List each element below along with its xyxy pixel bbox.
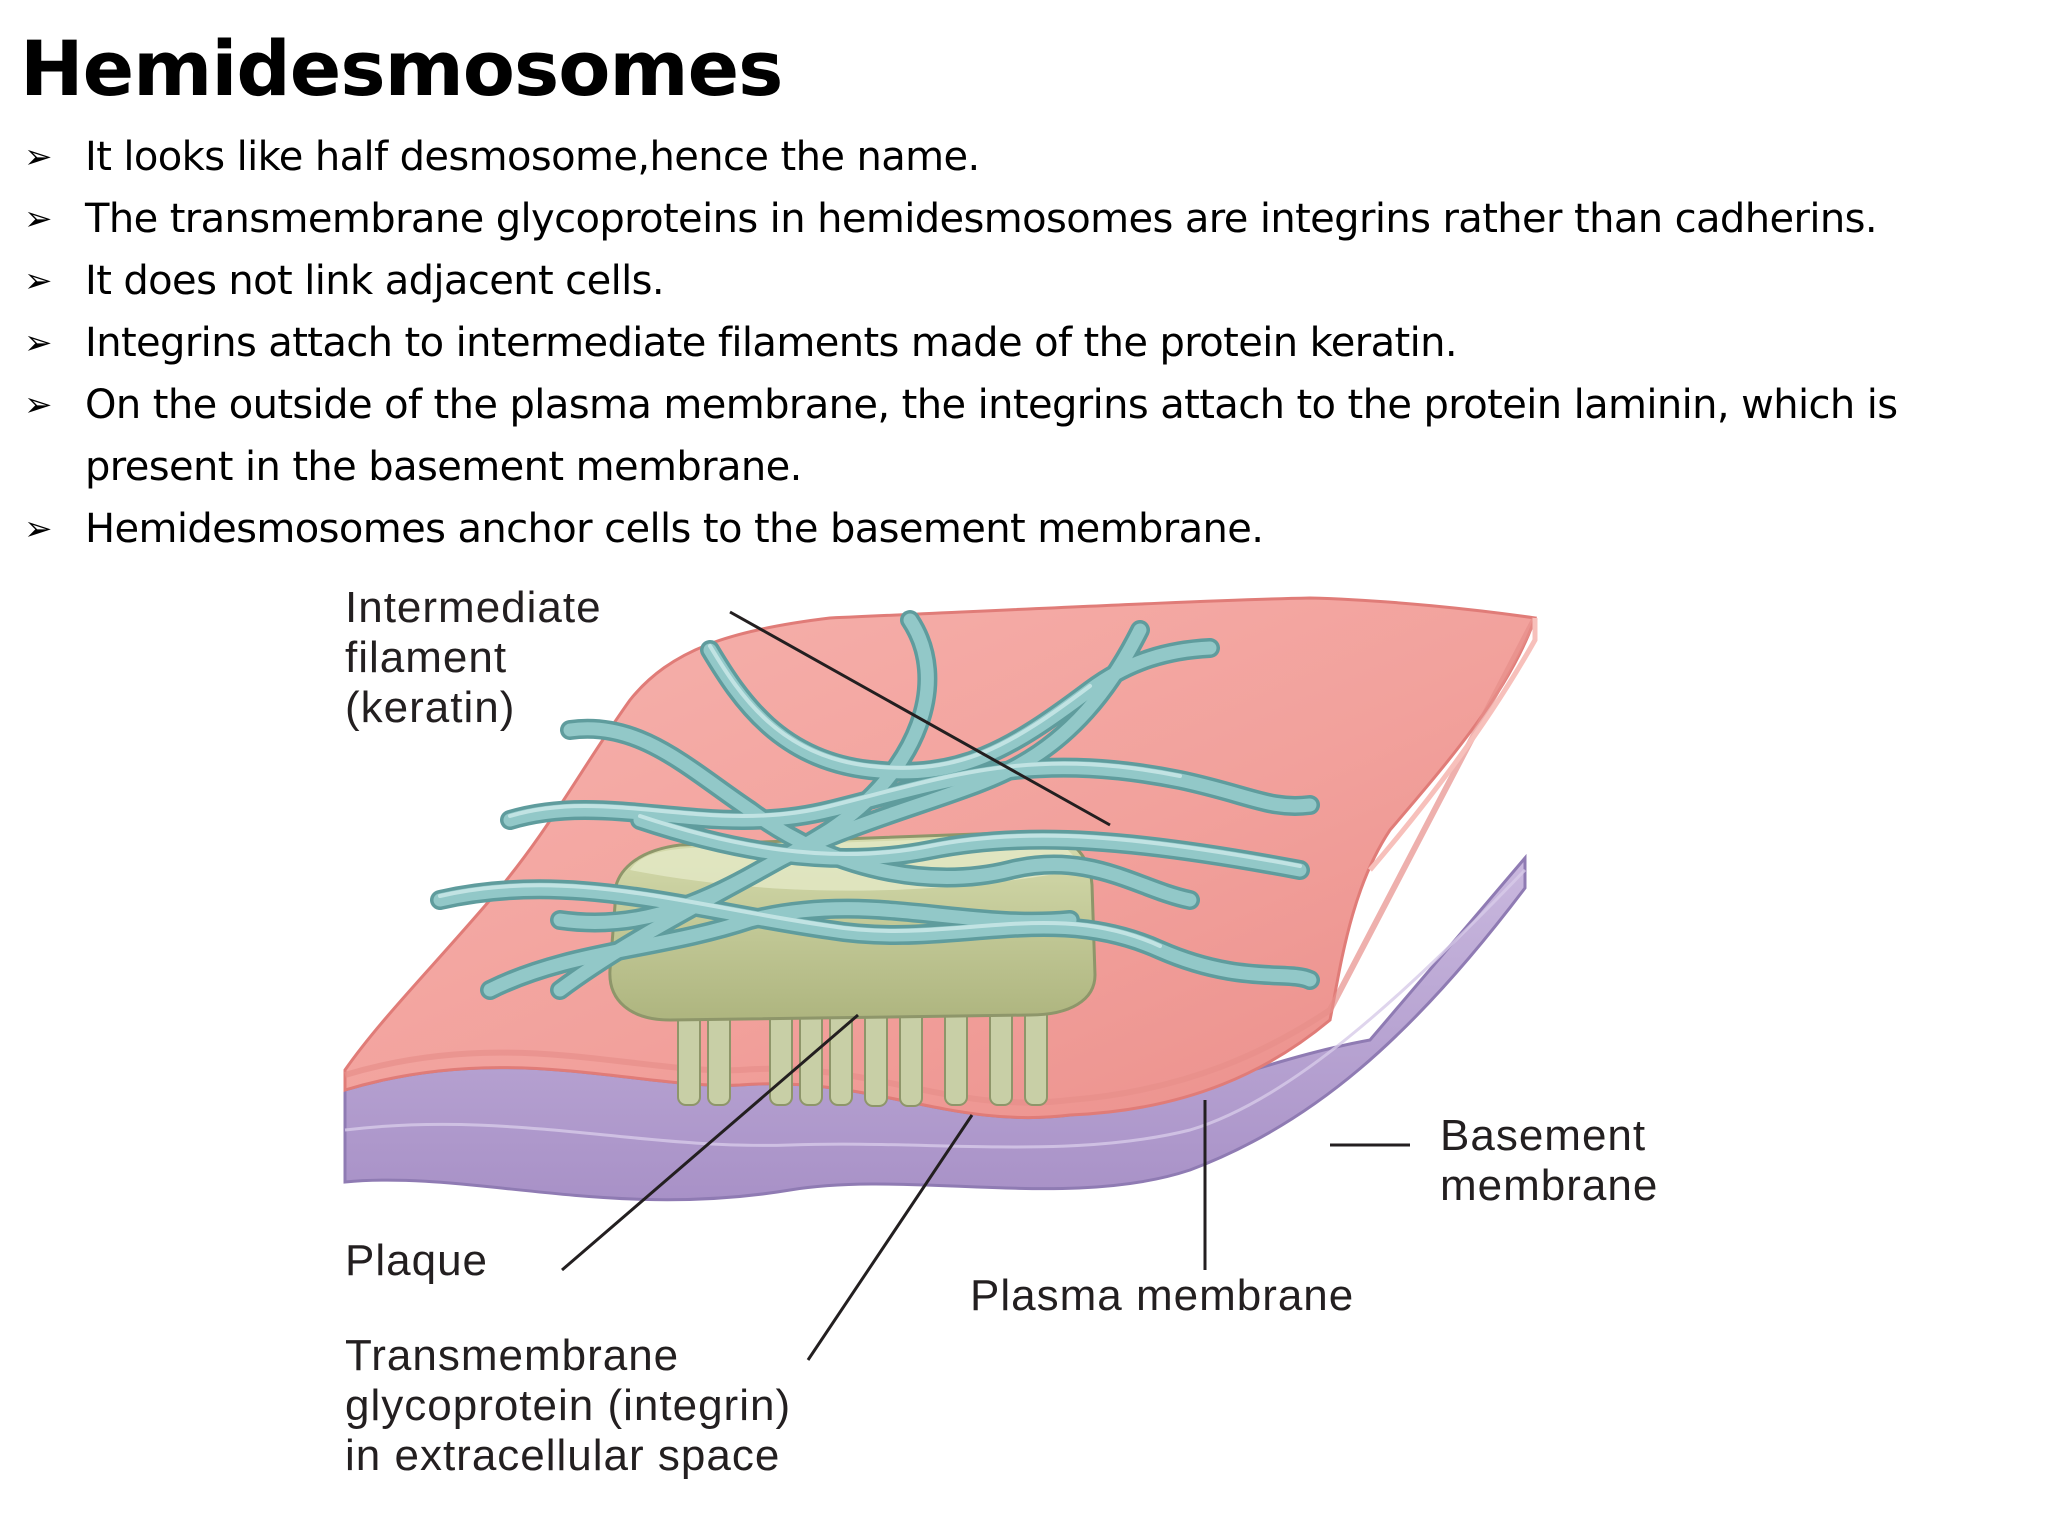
label-line: Transmembrane bbox=[345, 1331, 679, 1380]
bullet-item: ➢ On the outside of the plasma membrane,… bbox=[0, 374, 2048, 498]
slide-title: Hemidesmosomes bbox=[20, 24, 783, 113]
bullet-item: ➢ Hemidesmosomes anchor cells to the bas… bbox=[0, 498, 2048, 560]
bullet-text-line: On the outside of the plasma membrane, t… bbox=[85, 382, 1898, 428]
keratin-filament bbox=[433, 882, 1317, 987]
bullet-text: It does not link adjacent cells. bbox=[85, 258, 665, 304]
keratin-filament bbox=[703, 641, 1217, 779]
keratin-filament bbox=[483, 902, 1077, 997]
keratin-filament bbox=[503, 761, 1317, 827]
leader-line-transmembrane-glycoprotein bbox=[806, 1114, 974, 1361]
leader-line-intermediate-filament bbox=[729, 610, 1111, 827]
cell-membrane-edge-highlight bbox=[1368, 618, 1538, 872]
bullet-text: The transmembrane glycoproteins in hemid… bbox=[85, 196, 1878, 242]
arrow-bullet-icon: ➢ bbox=[24, 385, 52, 425]
label-line: (keratin) bbox=[345, 683, 515, 732]
arrow-bullet-icon: ➢ bbox=[24, 323, 52, 363]
label-line: Plasma membrane bbox=[970, 1271, 1354, 1320]
label-line: Plaque bbox=[345, 1236, 488, 1285]
bullet-item: ➢ It looks like half desmosome,hence the… bbox=[0, 126, 2048, 188]
label-line: Intermediate bbox=[345, 583, 602, 632]
bullet-item: ➢ Integrins attach to intermediate filam… bbox=[0, 312, 2048, 374]
bullet-list: ➢ It looks like half desmosome,hence the… bbox=[0, 126, 2048, 560]
label-line: membrane bbox=[1440, 1161, 1658, 1210]
label-line: filament bbox=[345, 633, 507, 682]
label-line: Basement bbox=[1440, 1111, 1646, 1160]
basement-membrane-highlight bbox=[344, 868, 1527, 1149]
label-transmembrane-glycoprotein: Transmembrane glycoprotein (integrin) in… bbox=[345, 1331, 804, 1480]
arrow-bullet-icon: ➢ bbox=[24, 509, 52, 549]
bullet-text: It looks like half desmosome,hence the n… bbox=[85, 134, 980, 180]
keratin-filament bbox=[633, 813, 1307, 877]
keratin-filaments bbox=[430, 610, 1320, 1000]
leader-lines bbox=[561, 610, 1410, 1361]
keratin-filament bbox=[553, 623, 1147, 929]
label-plaque: Plaque bbox=[345, 1236, 488, 1285]
label-line: in extracellular space bbox=[345, 1431, 780, 1480]
arrow-bullet-icon: ➢ bbox=[24, 261, 52, 301]
bullet-text: Integrins attach to intermediate filamen… bbox=[85, 320, 1458, 366]
bullet-text: Hemidesmosomes anchor cells to the basem… bbox=[85, 506, 1264, 552]
leader-line-plaque bbox=[561, 1013, 859, 1272]
hemidesmosome-illustration: Intermediate filament (keratin) Basement… bbox=[343, 583, 1659, 1480]
keratin-filament bbox=[563, 722, 1197, 907]
arrow-bullet-icon: ➢ bbox=[24, 137, 52, 177]
bullet-text: On the outside of the plasma membrane, t… bbox=[85, 374, 2028, 498]
label-plasma-membrane: Plasma membrane bbox=[970, 1271, 1354, 1320]
arrow-bullet-icon: ➢ bbox=[24, 199, 52, 239]
label-intermediate-filament: Intermediate filament (keratin) bbox=[345, 583, 615, 732]
bullet-text-line: present in the basement membrane. bbox=[85, 444, 802, 490]
bullet-item: ➢ It does not link adjacent cells. bbox=[0, 250, 2048, 312]
bullet-item: ➢ The transmembrane glycoproteins in hem… bbox=[0, 188, 2048, 250]
label-basement-membrane: Basement membrane bbox=[1440, 1111, 1659, 1210]
hemidesmosome-diagram: Intermediate filament (keratin) Basement… bbox=[310, 570, 1760, 1510]
label-line: glycoprotein (integrin) bbox=[345, 1381, 791, 1430]
